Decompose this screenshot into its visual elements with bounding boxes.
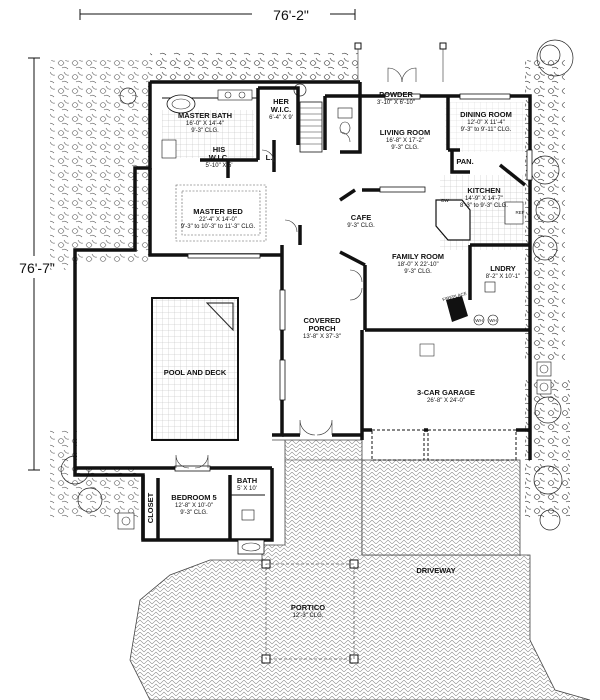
paving xyxy=(129,439,591,700)
her-wic-name: HER xyxy=(273,97,289,106)
cafe-name: CAFE xyxy=(351,213,371,222)
master-bath-name: MASTER BATH xyxy=(178,111,232,120)
portico-ceiling: 12'-3" CLG. xyxy=(293,613,324,619)
living-room-ceiling: 9'-3" CLG. xyxy=(391,145,419,151)
kitchen-size: 14'-9" X 14'-7" xyxy=(465,196,503,202)
garage-size: 26'-8" X 24'-0" xyxy=(427,398,465,404)
bedroom5-name: BEDROOM 5 xyxy=(171,493,216,502)
driveway-name: DRIVEWAY xyxy=(416,566,455,575)
porch-size: 13'-8" X 37'-3" xyxy=(303,334,341,340)
bedroom5-ceiling: 9'-3" CLG. xyxy=(180,510,208,516)
bath-size: 5' X 10' xyxy=(237,486,257,492)
windows xyxy=(174,93,533,472)
master-bath-size: 16'-0" X 14'-4" xyxy=(186,121,224,127)
refrigerator-label: REF xyxy=(516,210,525,215)
his-wic-name: HIS xyxy=(213,145,226,154)
fixtures xyxy=(117,42,552,555)
porch-name2: PORCH xyxy=(308,324,335,333)
stairs xyxy=(299,101,323,153)
dining-room-ceiling: 9'-3" to 9'-11" CLG. xyxy=(461,127,512,133)
living-room-size: 16'-8" X 17'-2" xyxy=(386,138,424,144)
dining-room-size: 12'-0" X 11'-4" xyxy=(467,120,504,126)
overall-width-label: 76'-2" xyxy=(273,7,309,23)
landscaping xyxy=(50,39,574,531)
pool-name: POOL AND DECK xyxy=(164,368,227,377)
powder-size: 3'-10" X 6'-10" xyxy=(377,100,415,106)
dining-room-name: DINING ROOM xyxy=(460,110,512,119)
family-room-size: 18'-0" X 22'-10" xyxy=(397,262,438,268)
master-bath-ceiling: 9'-3" CLG. xyxy=(191,128,219,134)
family-room-name: FAMILY ROOM xyxy=(392,252,444,261)
garage-name: 3-CAR GARAGE xyxy=(417,388,475,397)
overall-depth-dimension: 76'-7" xyxy=(15,57,59,471)
pool-deck xyxy=(77,262,282,468)
living-room-name: LIVING ROOM xyxy=(380,128,430,137)
kitchen-name: KITCHEN xyxy=(467,186,500,195)
bath-name: BATH xyxy=(237,476,257,485)
porch-name: COVERED xyxy=(303,316,341,325)
her-wic-size: 6'-4" X 9' xyxy=(269,115,293,121)
linen-mark: L. xyxy=(266,153,273,162)
powder-name: POWDER xyxy=(379,90,413,99)
kitchen-ceiling: 8'-3" to 9'-3" CLG. xyxy=(460,203,508,209)
cafe-ceiling: 9'-3" CLG. xyxy=(347,223,375,229)
master-bed-size: 22'-4" X 14'-0" xyxy=(199,217,237,223)
laundry-name: LNDRY xyxy=(490,264,516,273)
portico-name: PORTICO xyxy=(291,603,325,612)
door-swings xyxy=(175,67,417,469)
fireplace-label: FIREPLACE xyxy=(442,291,467,302)
his-wic-size: 5'-10" X 5' xyxy=(205,163,232,169)
laundry-size: 8'-2" X 10'-1" xyxy=(486,274,521,280)
water-heater-label-2: WH xyxy=(489,318,497,323)
his-wic-name2: W.I.C. xyxy=(209,153,229,162)
master-bed-ceiling: 9'-3" to 10'-3" to 11'-3" CLG. xyxy=(181,224,256,230)
portico-columns xyxy=(261,559,359,664)
overall-width-dimension: 76'-2" xyxy=(79,4,356,24)
garage-doors xyxy=(371,429,517,461)
overall-depth-label: 76'-7" xyxy=(19,260,55,276)
master-bed-name: MASTER BED xyxy=(193,207,243,216)
bedroom5-size: 12'-8" X 10'-0" xyxy=(175,503,213,509)
water-heater-label-1: WH xyxy=(475,318,483,323)
room-labels: POWDER 3'-10" X 6'-10" MASTER BATH 16'-0… xyxy=(146,90,525,619)
family-room-ceiling: 9'-3" CLG. xyxy=(404,269,432,275)
dishwasher-label: DW xyxy=(441,198,449,203)
her-wic-name2: W.I.C. xyxy=(271,105,291,114)
closet-name: CLOSET xyxy=(146,492,155,523)
pantry-name: PAN. xyxy=(456,157,473,166)
